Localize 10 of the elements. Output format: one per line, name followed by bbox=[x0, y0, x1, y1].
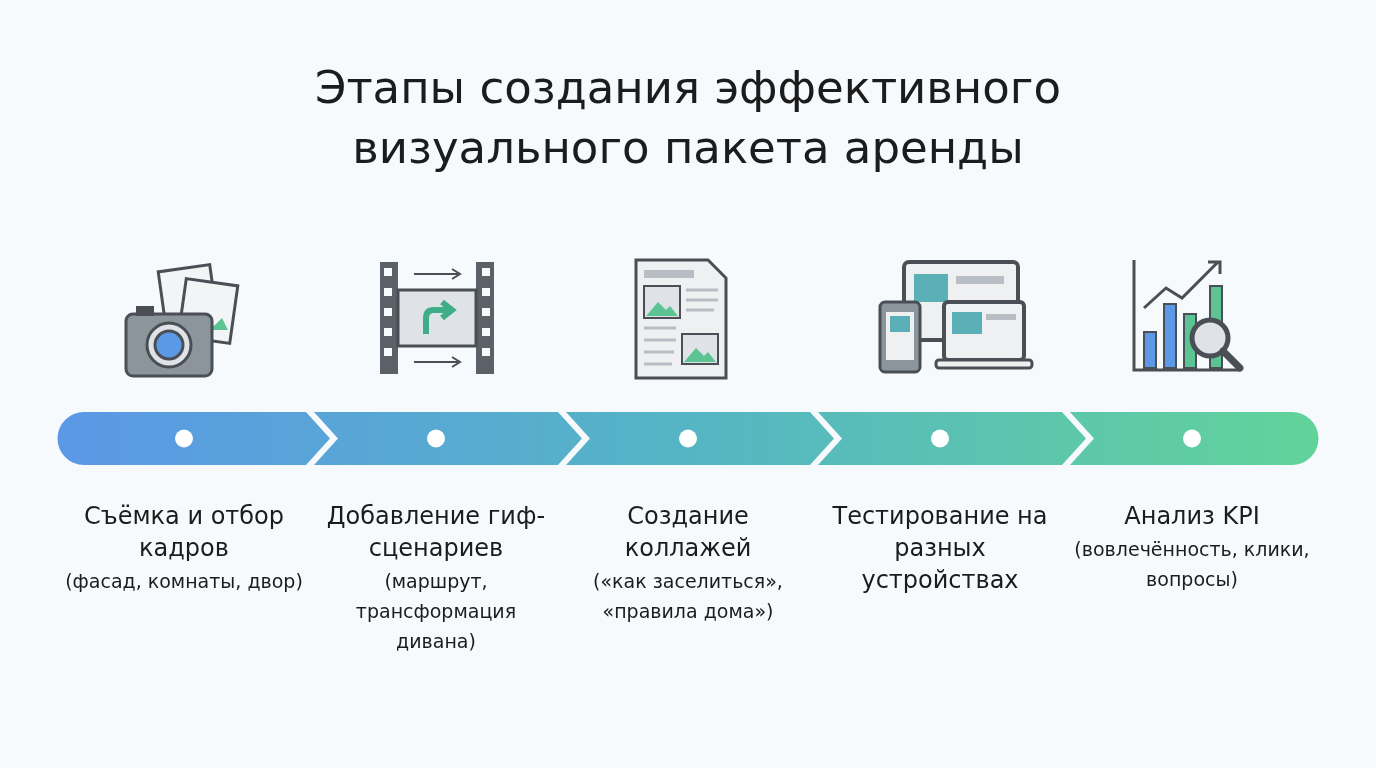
stage-details: (фасад, комнаты, двор) bbox=[64, 569, 304, 594]
stage-details: («как заселиться», «правила дома») bbox=[592, 569, 784, 624]
stage-heading: Тестирование на разных устройствах bbox=[831, 501, 1049, 596]
stage-heading: Создание коллажей bbox=[623, 501, 753, 564]
title: Этапы создания эффективного визуального пакета аренды bbox=[314, 60, 1062, 176]
stage-details: (вовлечённость, клики, вопросы) bbox=[1073, 537, 1311, 592]
stage-heading: Анализ KPI bbox=[1123, 501, 1261, 532]
stage-details: (маршрут, трансформация дивана) bbox=[354, 569, 518, 654]
stage-heading: Съёмка и отбор кадров bbox=[83, 501, 285, 564]
stage-heading: Добавление гиф-сценариев bbox=[325, 501, 547, 564]
